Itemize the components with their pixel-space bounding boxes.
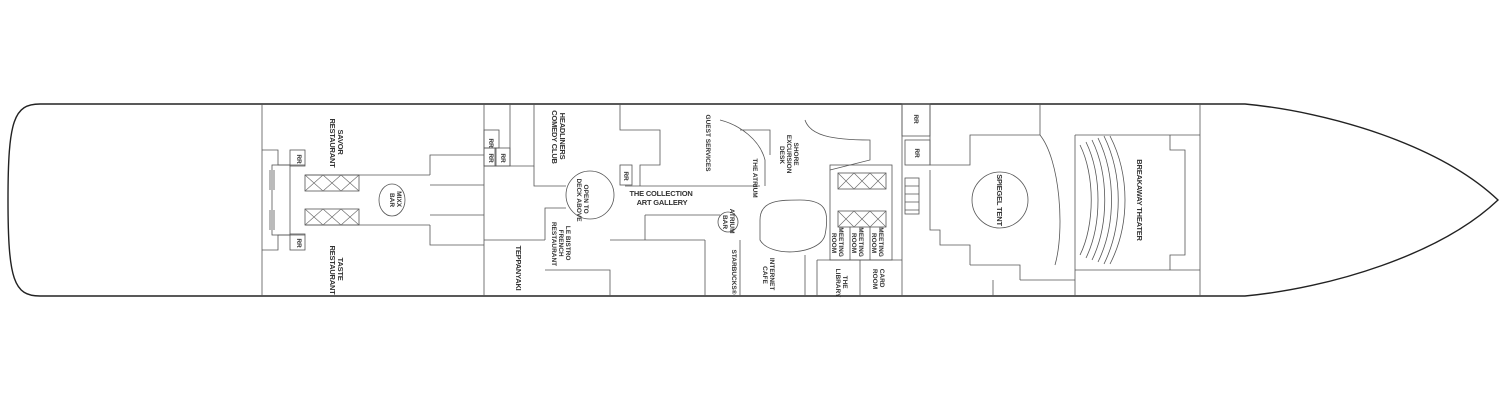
label-shore-excursion: SHORE EXCURSION DESK [778,135,799,175]
label-starbucks: STARBUCKS® [730,249,738,294]
label-open-to-deck-above: OPEN TO DECK ABOVE [575,178,589,222]
forward-venues [904,104,1200,296]
label-teppanyaki: TEPPANYAKI [514,245,523,290]
label-rr-mid-1: RR [487,138,494,148]
label-rr-mid-3: RR [487,153,494,163]
label-headliners: HEADLINERS COMEDY CLUB [550,110,567,164]
label-atrium-bar: ATRIUM BAR [721,209,735,236]
label-meeting-room-1: MEETING ROOM [830,227,844,258]
label-meeting-room-2: MEETING ROOM [850,227,864,258]
label-rr-aft-1: RR [295,154,302,164]
label-the-collection: THE COLLECTION ART GALLERY [630,189,695,207]
label-card-room: CARD ROOM [871,269,885,290]
label-spiegel-tent: SPIEGEL TENT [995,174,1004,226]
label-rr-aft-2: RR [295,238,302,248]
aft-restaurants [262,149,484,251]
label-internet-cafe: INTERNET CAFE [761,258,775,292]
label-the-atrium: THE ATRIUM [751,158,758,197]
label-the-library: THE LIBRARY [834,269,848,298]
label-rr-mid-4: RR [622,171,629,181]
label-rr-fwd-2: RR [913,148,920,158]
label-rr-mid-2: RR [499,153,506,163]
label-savor: SAVOR RESTAURANT [328,118,345,168]
label-taste: TASTE RESTAURANT [328,245,345,295]
label-breakaway-theater: BREAKAWAY THEATER [1135,159,1144,241]
venue-labels: SAVOR RESTAURANT TASTE RESTAURANT MIXX B… [295,110,1144,298]
label-rr-fwd-1: RR [912,114,919,124]
label-mixx-bar: MIXX BAR [388,191,402,209]
label-le-bistro: LE BISTRO FRENCH RESTAURANT [550,222,571,266]
ship-hull [7,103,1500,297]
label-guest-services: GUEST SERVICES [704,115,711,173]
label-meeting-room-3: MEETING ROOM [870,227,884,258]
midship-area [483,103,931,296]
